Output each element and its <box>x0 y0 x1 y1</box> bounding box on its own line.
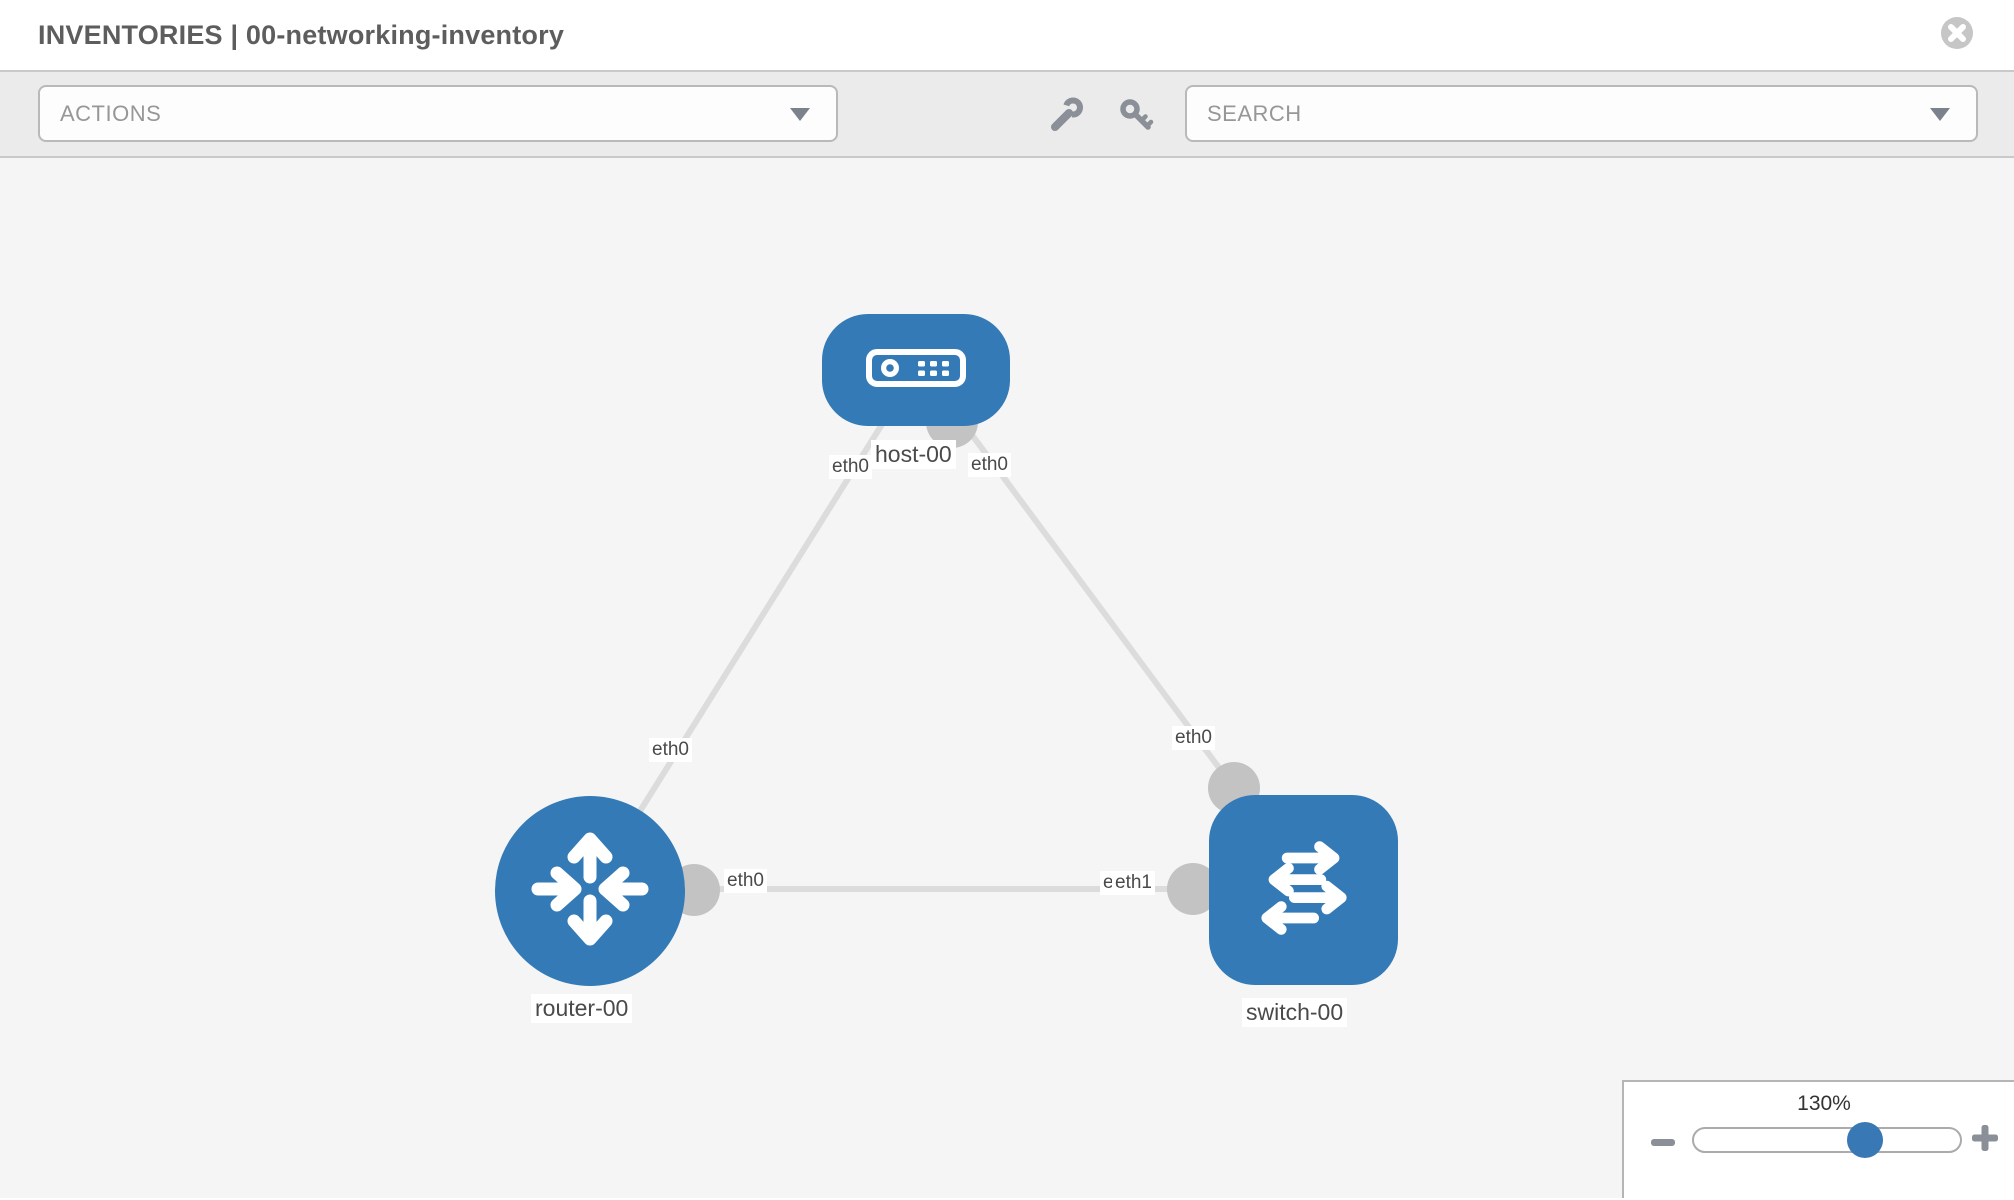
close-icon <box>1940 17 1974 53</box>
minus-icon <box>1651 1138 1675 1146</box>
zoom-control-panel: 130% <box>1622 1080 2014 1198</box>
key-button[interactable] <box>1118 97 1154 133</box>
toolbar: ACTIONS SEARCH <box>0 72 2014 158</box>
zoom-level-label: 130% <box>1797 1092 1851 1115</box>
zoom-slider[interactable] <box>1692 1122 1962 1158</box>
label-switch-00: switch-00 <box>1242 998 1348 1027</box>
zoom-slider-thumb[interactable] <box>1847 1122 1883 1158</box>
label-host-eth0-left: eth0 <box>829 455 872 479</box>
actions-dropdown[interactable]: ACTIONS <box>38 85 838 142</box>
links-layer <box>587 368 1237 893</box>
node-switch-00[interactable] <box>1209 795 1398 985</box>
page-title: INVENTORIES | 00-networking-inventory <box>38 20 565 50</box>
chevron-down-icon <box>790 108 810 121</box>
search-dropdown-label: SEARCH <box>1207 101 1302 126</box>
label-switch-link-eth0: eth0 <box>1172 726 1215 750</box>
topology-canvas[interactable]: host-00 eth0 eth0 eth0 eth0 eth0 eth0 et… <box>0 158 2014 1198</box>
actions-dropdown-label: ACTIONS <box>60 101 162 126</box>
close-button[interactable] <box>1940 16 1974 50</box>
label-router-eth0: eth0 <box>724 869 767 893</box>
zoom-in-button[interactable] <box>1970 1124 2000 1154</box>
wrench-icon <box>1048 97 1084 136</box>
chevron-down-icon <box>1930 108 1950 121</box>
header: INVENTORIES | 00-networking-inventory <box>0 0 2014 72</box>
router-icon <box>528 827 652 956</box>
label-router-00: router-00 <box>531 994 633 1023</box>
label-host-00: host-00 <box>871 440 956 469</box>
label-host-eth0-right: eth0 <box>968 453 1011 477</box>
label-router-link-eth0: eth0 <box>649 738 692 762</box>
wrench-button[interactable] <box>1048 97 1084 133</box>
node-host-00[interactable] <box>822 314 1010 426</box>
search-dropdown[interactable]: SEARCH <box>1185 85 1978 142</box>
node-router-00[interactable] <box>495 796 685 986</box>
zoom-out-button[interactable] <box>1651 1130 1679 1148</box>
key-icon <box>1118 99 1154 136</box>
label-switch-eth1: eth1 <box>1112 871 1155 895</box>
plus-icon <box>1971 1125 1999 1155</box>
host-icon <box>866 348 966 393</box>
switch-icon <box>1244 828 1364 953</box>
